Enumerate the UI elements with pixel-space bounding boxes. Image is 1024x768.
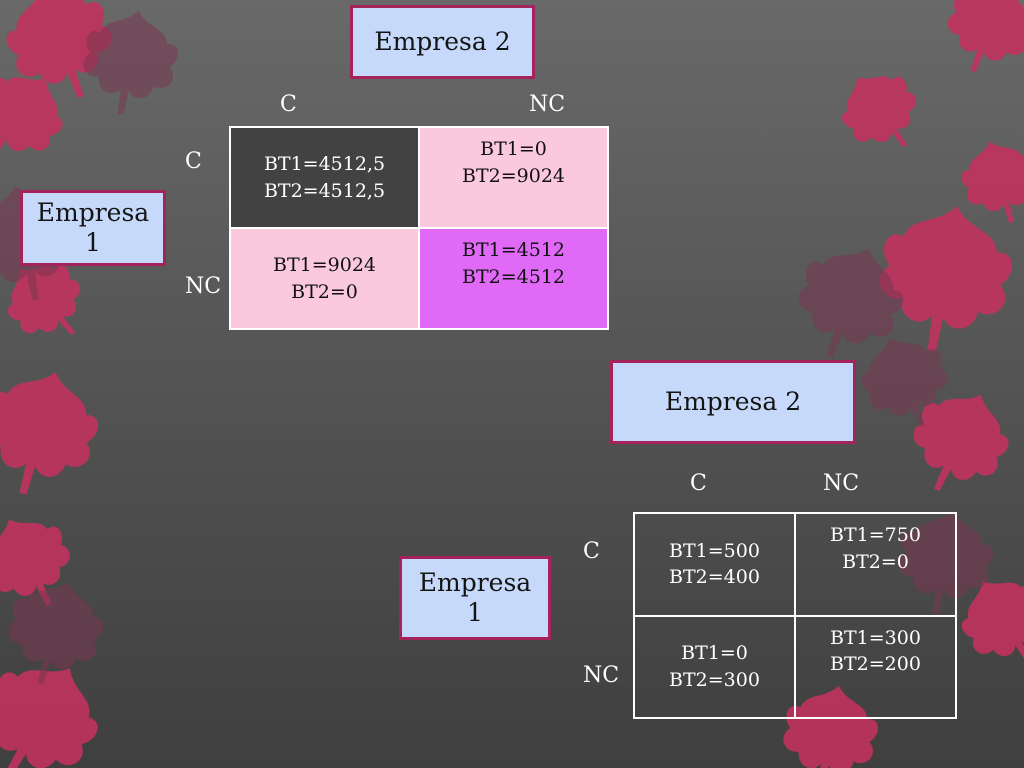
player1-box: Empresa 1 [20, 190, 166, 266]
col-label-c: C [690, 471, 707, 496]
payoff-bt2: BT2=4512 [462, 265, 565, 288]
payoff-bt1: BT1=4512 [462, 239, 565, 261]
row-label-nc: NC [185, 274, 222, 299]
player2-box: Empresa 2 [350, 5, 535, 79]
payoff-matrix: BT1=500 BT2=400 BT1=750 BT2=0 BT1=0 BT2=… [633, 512, 957, 719]
payoff-cell-c-nc: BT1=0 BT2=9024 [419, 127, 608, 228]
col-label-nc: NC [529, 92, 566, 117]
player2-label: Empresa 2 [664, 387, 802, 416]
payoff-cell-nc-nc: BT1=300 BT2=200 [795, 615, 956, 718]
player1-label: Empresa 1 [36, 198, 150, 257]
payoff-bt2: BT2=0 [842, 550, 909, 573]
payoff-bt2: BT2=0 [291, 280, 358, 303]
player1-box: Empresa 1 [399, 556, 551, 640]
row-label-c: C [583, 539, 600, 564]
payoff-cell-nc-c: BT1=9024 BT2=0 [230, 228, 419, 329]
player2-label: Empresa 2 [374, 27, 511, 56]
payoff-bt2: BT2=300 [669, 668, 760, 691]
col-label-nc: NC [823, 471, 860, 496]
payoff-cell-c-c: BT1=4512,5 BT2=4512,5 [230, 127, 419, 228]
payoff-cell-nc-nc: BT1=4512 BT2=4512 [419, 228, 608, 329]
player2-box: Empresa 2 [610, 360, 856, 444]
payoff-bt2: BT2=400 [669, 566, 760, 589]
payoff-cell-c-nc: BT1=750 BT2=0 [795, 513, 956, 616]
payoff-cell-nc-c: BT1=0 BT2=300 [634, 615, 795, 718]
payoff-bt1: BT1=750 [830, 524, 921, 546]
payoff-bt1: BT1=0 [681, 642, 748, 665]
player1-label: Empresa 1 [418, 568, 532, 627]
payoff-bt1: BT1=0 [480, 138, 547, 160]
row-label-nc: NC [583, 663, 620, 688]
payoff-bt1: BT1=4512,5 [263, 152, 386, 175]
payoff-bt2: BT2=9024 [462, 164, 565, 187]
payoff-bt2: BT2=4512,5 [263, 179, 386, 202]
payoff-bt1: BT1=9024 [273, 253, 376, 276]
payoff-cell-c-c: BT1=500 BT2=400 [634, 513, 795, 616]
payoff-bt1: BT1=500 [669, 539, 760, 562]
payoff-bt1: BT1=300 [830, 626, 921, 649]
payoff-bt2: BT2=200 [830, 653, 921, 676]
row-label-c: C [185, 149, 202, 174]
payoff-matrix: BT1=4512,5 BT2=4512,5 BT1=0 BT2=9024 BT1… [229, 126, 609, 330]
col-label-c: C [280, 92, 297, 117]
